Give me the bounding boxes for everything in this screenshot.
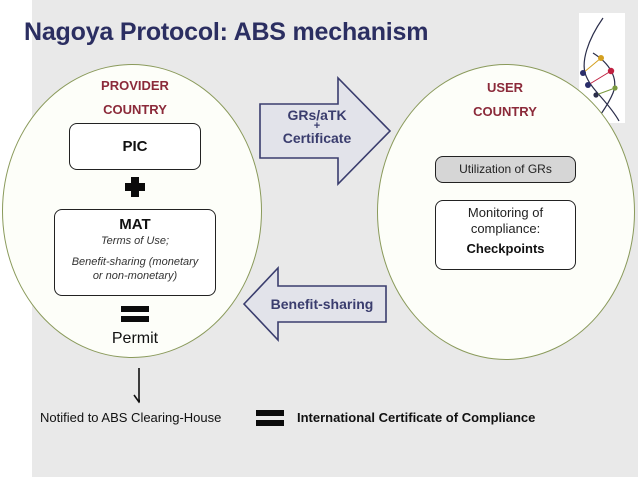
international-certificate-text: International Certificate of Compliance [297, 410, 536, 425]
equals-icon [121, 306, 149, 322]
arrow-to-user-line3: Certificate [282, 130, 352, 146]
mat-benefit-line1: Benefit-sharing (monetary [71, 256, 199, 268]
user-label-line1: USER [486, 80, 524, 95]
plus-icon [125, 177, 145, 197]
arrow-to-provider-shape [242, 266, 387, 342]
monitoring-line1: Monitoring of [467, 205, 544, 220]
arrow-to-user-line1: GRs/aTK [287, 107, 347, 123]
user-label-line2: COUNTRY [473, 104, 537, 119]
down-arrow-icon [133, 368, 140, 404]
provider-label-line2: COUNTRY [103, 102, 167, 117]
notified-text: Notified to ABS Clearing-House [40, 410, 222, 425]
permit-label: Permit [111, 330, 159, 347]
checkpoints-label: Checkpoints [466, 241, 545, 256]
page-title: Nagoya Protocol: ABS mechanism [24, 18, 429, 46]
arrow-to-provider [242, 266, 387, 342]
provider-label-line1: PROVIDER [101, 78, 169, 93]
arrow-to-user-plus: + [313, 120, 321, 132]
monitoring-box: Monitoring of compliance: Checkpoints [435, 200, 576, 270]
equals-icon [256, 410, 284, 426]
arrow-to-user-shape [259, 76, 392, 186]
monitoring-line2: compliance: [470, 221, 541, 236]
provider-country-label: PROVIDER COUNTRY [85, 74, 185, 122]
mat-title: MAT [119, 216, 151, 233]
user-country-label: USER COUNTRY [455, 76, 555, 124]
utilization-box: Utilization of GRs [435, 156, 576, 183]
mat-terms: Terms of Use; [100, 235, 170, 247]
mat-benefit-line2: or non-monetary) [92, 270, 178, 282]
mat-box: MAT Terms of Use; Benefit-sharing (monet… [54, 209, 216, 296]
arrow-to-provider-label: Benefit-sharing [270, 296, 374, 312]
arrow-to-user-label: GRs/aTK + Certificate [262, 108, 372, 145]
pic-box: PIC [69, 123, 201, 170]
arrow-to-user [259, 76, 392, 186]
